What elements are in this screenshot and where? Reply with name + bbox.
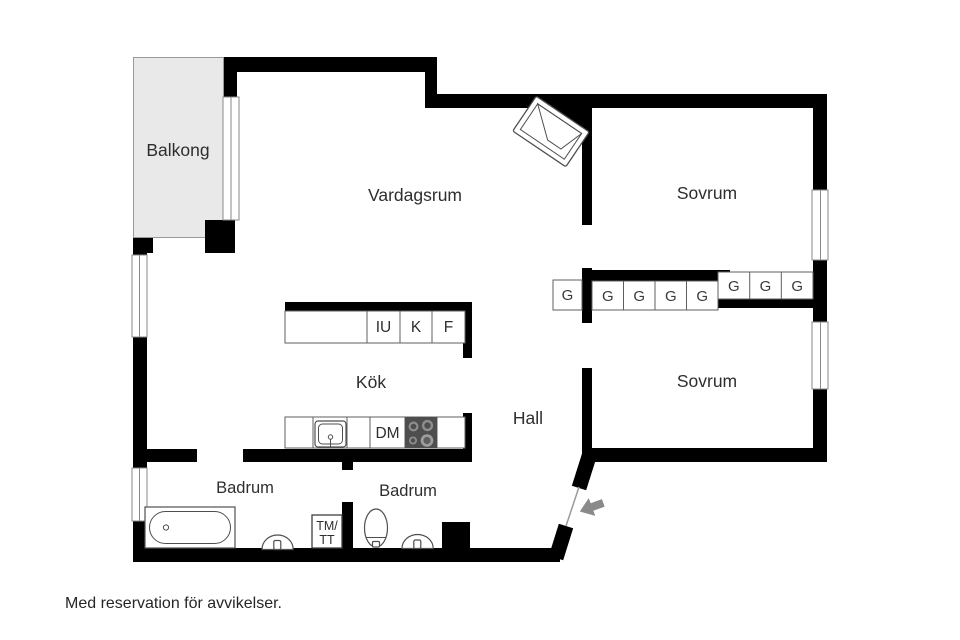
wall-bath-top-left bbox=[146, 449, 197, 462]
entry-arrow-icon bbox=[579, 498, 605, 516]
bedroom-top-label: Sovrum bbox=[677, 183, 737, 203]
wardrobe-label: G bbox=[602, 288, 614, 305]
bathtub-icon bbox=[144, 506, 236, 549]
wall-kitchen-bottom bbox=[243, 449, 472, 462]
wardrobe-label: G bbox=[633, 288, 645, 305]
wall-wardrobe-a bbox=[582, 270, 730, 281]
window-left-lower bbox=[131, 467, 148, 522]
wall-right-a bbox=[813, 94, 827, 190]
wall-left-b bbox=[133, 337, 147, 468]
tiled-stove-icon bbox=[512, 96, 590, 167]
wardrobe-label: G bbox=[791, 278, 803, 295]
washbasin-right-icon bbox=[401, 533, 434, 550]
wall-wardrobe-b bbox=[718, 299, 813, 308]
wardrobe-label: G bbox=[665, 288, 677, 305]
kitchen-upper-counter bbox=[284, 310, 466, 344]
wall-right-c bbox=[813, 389, 827, 462]
wardrobe-row-bedroom1 bbox=[717, 271, 814, 300]
wall-left-c bbox=[133, 521, 147, 562]
wall-hall-bath-block bbox=[442, 522, 470, 552]
bathroom-fixtures: TM/ TT bbox=[144, 506, 434, 551]
wall-hall-bedroom2 bbox=[582, 368, 592, 448]
oven-label: IU bbox=[376, 319, 392, 336]
balcony: Balkong bbox=[133, 57, 224, 238]
wall-top-step bbox=[425, 57, 437, 108]
window-right-upper bbox=[811, 189, 829, 261]
wall-balcony-ne bbox=[224, 57, 237, 97]
wall-kitchen-stub-lower bbox=[463, 413, 472, 462]
wall-wardrobe-stub bbox=[582, 268, 592, 323]
wall-top-left bbox=[224, 57, 437, 72]
kitchen-fittings: IU K F DM bbox=[284, 310, 466, 449]
wall-balcony-se bbox=[205, 220, 235, 253]
balcony-label: Balkong bbox=[146, 140, 209, 160]
living-room-label: Vardagsrum bbox=[368, 185, 462, 205]
wardrobe-label: G bbox=[728, 278, 740, 295]
wall-right-b bbox=[813, 260, 827, 322]
bathroom-right-label: Badrum bbox=[379, 482, 437, 500]
wall-bath-divider-stub bbox=[342, 460, 353, 470]
windows bbox=[131, 96, 829, 522]
walls bbox=[133, 57, 827, 562]
bathroom-left-label: Badrum bbox=[216, 479, 274, 497]
wall-bath-divider bbox=[342, 502, 353, 548]
toilet-icon bbox=[363, 508, 389, 548]
wardrobe-label: G bbox=[562, 287, 574, 304]
sink-icon bbox=[314, 420, 347, 448]
wall-bedroom2-bottom bbox=[582, 448, 827, 462]
wardrobe-label: G bbox=[696, 288, 708, 305]
wall-entry-upper bbox=[571, 447, 599, 491]
stove-icon bbox=[405, 417, 437, 448]
room-labels: Vardagsrum Sovrum Sovrum Kök Hall Badrum… bbox=[216, 183, 737, 500]
window-left-upper bbox=[131, 254, 148, 338]
wardrobes: G G G G G G G G bbox=[552, 271, 814, 311]
washer-dryer-box: TM/ TT bbox=[311, 514, 343, 549]
wall-top-right bbox=[437, 94, 827, 108]
wall-counter-top bbox=[285, 302, 472, 311]
disclaimer-text: Med reservation för avvikelser. bbox=[65, 595, 282, 612]
wall-bottom bbox=[133, 548, 560, 562]
wall-living-bedroom1 bbox=[582, 107, 592, 225]
window-right-lower bbox=[811, 321, 829, 390]
wardrobe-label: G bbox=[760, 278, 772, 295]
fridge-label: K bbox=[411, 319, 422, 336]
washer-label-line1: TM/ bbox=[316, 519, 338, 533]
balcony-area bbox=[133, 57, 224, 238]
washer-label-line2: TT bbox=[319, 533, 335, 547]
kitchen-label: Kök bbox=[356, 372, 386, 392]
freezer-label: F bbox=[444, 319, 453, 336]
dishwasher-label: DM bbox=[375, 425, 399, 442]
wall-entry-lower bbox=[548, 523, 574, 561]
washbasin-left-icon bbox=[261, 534, 294, 551]
entry-door-leaf bbox=[565, 486, 580, 527]
wardrobe-hall bbox=[552, 279, 583, 311]
wall-kitchen-stub-upper bbox=[463, 302, 472, 358]
wall-balcony-sw bbox=[133, 238, 153, 253]
bedroom-right-label: Sovrum bbox=[677, 371, 737, 391]
balcony-door bbox=[222, 96, 240, 221]
hall-label: Hall bbox=[513, 408, 543, 428]
